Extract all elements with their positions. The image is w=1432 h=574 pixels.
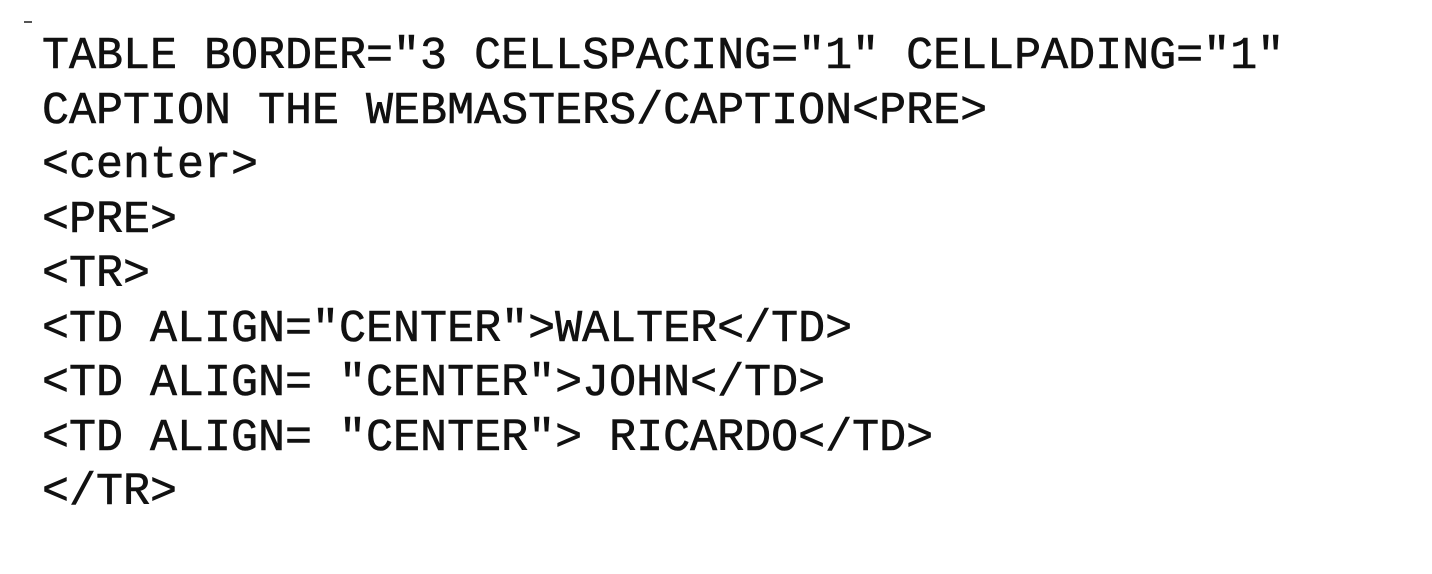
code-line-6: <TD ALIGN="CENTER">WALTER</TD> <box>42 303 853 355</box>
code-line-1: TABLE BORDER="3 CELLSPACING="1" CELLPADI… <box>42 31 1285 83</box>
scan-speck <box>24 21 32 23</box>
code-line-5: <TR> <box>42 249 151 301</box>
code-line-9: </TR> <box>42 467 178 519</box>
code-line-7: <TD ALIGN= "CENTER">JOHN</TD> <box>42 358 826 410</box>
code-listing: TABLE BORDER="3 CELLSPACING="1" CELLPADI… <box>42 30 1285 521</box>
code-line-3: <center> <box>42 140 259 192</box>
code-line-8: <TD ALIGN= "CENTER"> RICARDO</TD> <box>42 412 934 464</box>
code-line-4: <PRE> <box>42 194 178 246</box>
code-line-2: CAPTION THE WEBMASTERS/CAPTION<PRE> <box>42 85 988 137</box>
